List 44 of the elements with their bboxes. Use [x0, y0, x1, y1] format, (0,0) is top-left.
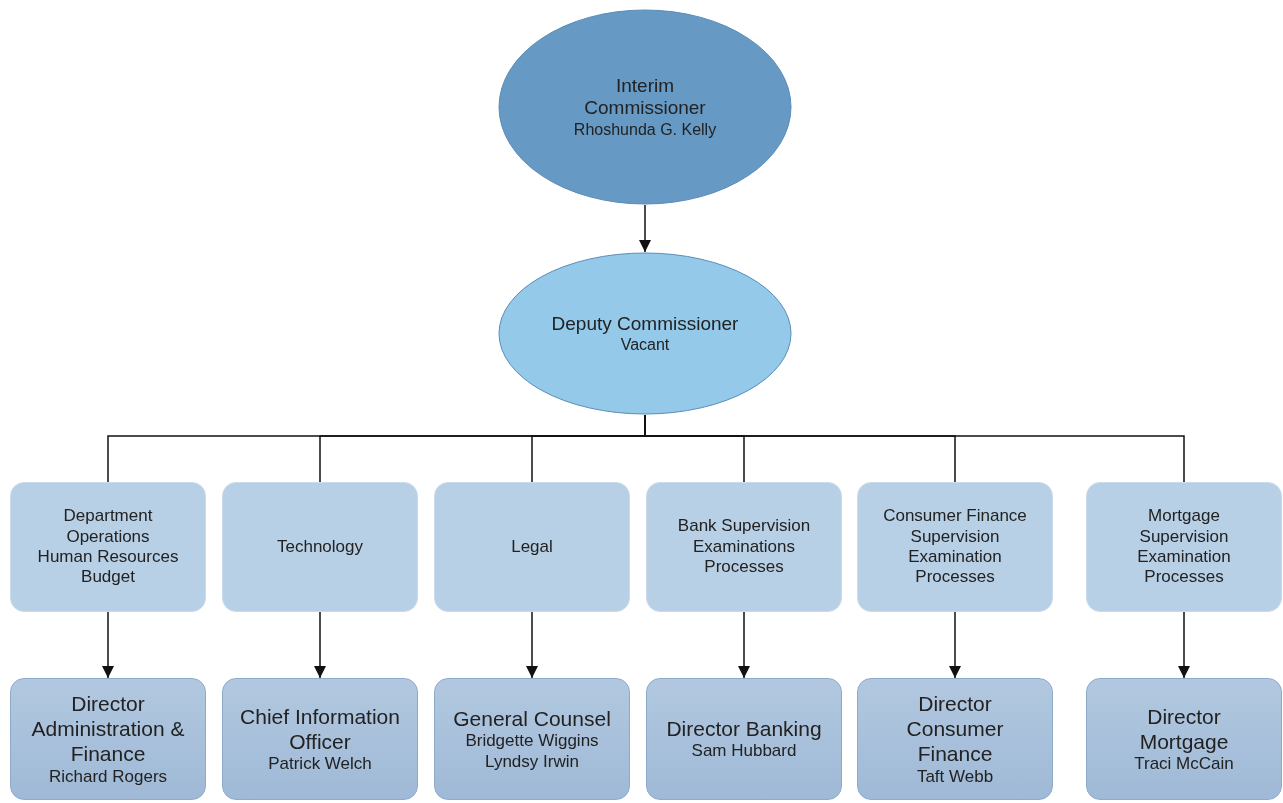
person-name: Taft Webb: [916, 766, 994, 787]
connector: [102, 611, 114, 679]
connector: [949, 611, 961, 679]
department-box: [434, 482, 630, 612]
role-title: Interim Commissioner: [583, 74, 707, 121]
person-name: Rhoshunda G. Kelly: [573, 120, 717, 140]
person-name: Patrick Welch: [268, 754, 372, 775]
role-title: Director Consumer Finance: [905, 691, 1005, 767]
director-box: [646, 678, 842, 800]
role-title: Legal: [511, 536, 553, 558]
person-name: Traci McCain: [1134, 754, 1234, 775]
role-title: Department Operations: [62, 506, 154, 547]
director-box: [1086, 678, 1282, 800]
department-box: [10, 482, 206, 612]
role-title: Chief Information Officer: [240, 703, 400, 754]
person-name: Sam Hubbard: [691, 741, 797, 762]
role-title: Technology: [277, 536, 363, 558]
department-box: [646, 482, 842, 612]
director-box: [10, 678, 206, 800]
department-box: [1086, 482, 1282, 612]
person-name: Richard Rogers: [48, 766, 168, 787]
department-box: [857, 482, 1053, 612]
role-title: Consumer Finance Supervision Examination Processes: [882, 506, 1028, 588]
person-name: Vacant: [620, 335, 670, 355]
director-box: [222, 678, 418, 800]
connector: [738, 611, 750, 679]
connector: [1178, 611, 1190, 679]
department-box: [222, 482, 418, 612]
role-title: Mortgage Supervision Examination Processes: [1136, 506, 1232, 588]
role-title: Bank Supervision Examinations Processes: [676, 516, 812, 578]
director-box: [434, 678, 630, 800]
role-title: Director Administration & Finance: [30, 691, 186, 767]
role-title: Budget: [81, 567, 135, 588]
role-title: Human Resources: [37, 547, 179, 568]
connector: [639, 204, 651, 253]
director-box: [857, 678, 1053, 800]
role-title: General Counsel: [453, 706, 611, 732]
role-title: Director Banking: [666, 716, 822, 742]
person-name: Lyndsy Irwin: [485, 751, 579, 772]
role-title: Deputy Commissioner: [551, 312, 739, 336]
connector: [526, 611, 538, 679]
person-name: Bridgette Wiggins: [465, 731, 599, 752]
role-title: Director Mortgage: [1138, 703, 1230, 754]
connector: [314, 611, 326, 679]
